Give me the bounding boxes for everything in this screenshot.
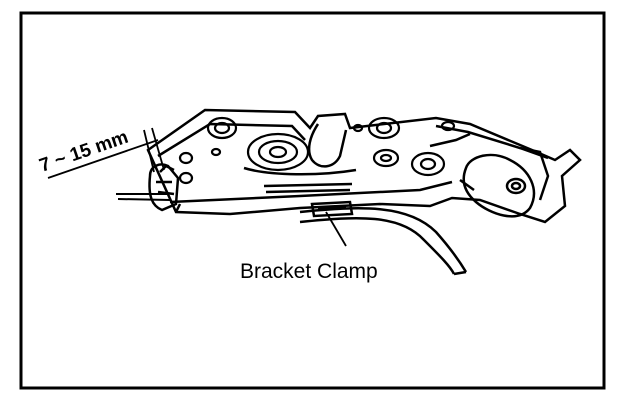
callout-leader [325,211,347,247]
latch-body [146,108,582,224]
door-panel-edge [116,193,171,201]
border-frame [19,11,606,390]
latch-rivets [178,116,456,185]
dimension-leaders [47,127,165,179]
cable [299,207,468,276]
callout-label: Bracket Clamp [240,260,378,283]
latch-lever [459,153,536,218]
dimension-label: 7 ~ 15 mm [37,127,131,177]
bracket-clamp [310,200,354,218]
